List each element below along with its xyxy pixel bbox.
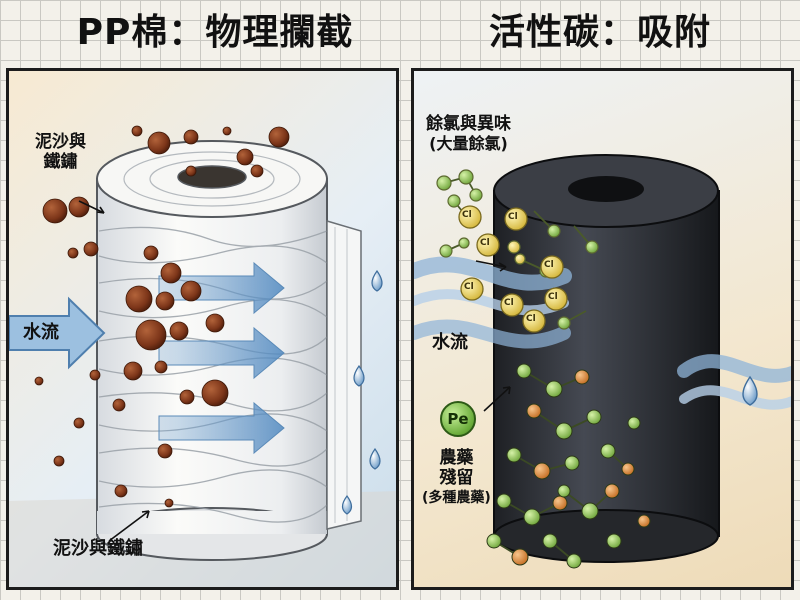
carbon-filter-cylinder	[493, 154, 720, 563]
water-flow-label-left: 水流	[23, 322, 59, 343]
pp-cotton-panel: 泥沙與 鐵鏽 水流 泥沙與鐵鏽	[6, 68, 399, 590]
pesticide-molecules	[486, 363, 651, 569]
pp-cotton-illustration	[9, 125, 396, 587]
chlorine-odor-label: 餘氯與異味 (大量餘氯)	[426, 114, 511, 153]
chlorine-molecules	[436, 169, 599, 330]
activated-carbon-panel: 餘氯與異味 (大量餘氯) 水流 Pe 農藥 殘留 (多種農藥) Cl Cl Cl…	[411, 68, 794, 590]
pp-cotton-title: PP棉：物理攔截	[76, 12, 354, 53]
cl-label: Cl	[508, 212, 518, 222]
water-drop-right	[742, 375, 758, 406]
water-flow-label-right: 水流	[432, 332, 468, 353]
sediment-top-leader	[78, 200, 105, 214]
water-flow-band	[414, 256, 791, 410]
activated-carbon-title: 活性碳：吸附	[488, 12, 711, 53]
cl-label: Cl	[544, 260, 554, 270]
cl-label: Cl	[480, 238, 490, 248]
activated-carbon-illustration	[414, 154, 791, 569]
water-flow-arrows	[158, 261, 285, 455]
cl-label: Cl	[462, 210, 472, 220]
water-drops	[341, 269, 383, 515]
cl-atoms	[458, 205, 568, 333]
rust-particles	[34, 125, 290, 508]
inlet-water-arrow	[9, 296, 106, 370]
pesticide-residue-label: 農藥 殘留 (多種農藥)	[422, 448, 491, 507]
cl-label: Cl	[464, 282, 474, 292]
cl-label: Cl	[526, 314, 536, 324]
sediment-rust-label-top: 泥沙與 鐵鏽	[35, 132, 86, 172]
cl-label: Cl	[504, 298, 514, 308]
pesticide-leader	[483, 386, 511, 412]
pesticide-pe-badge: Pe	[440, 401, 476, 437]
cl-label: Cl	[548, 292, 558, 302]
sediment-rust-label-bottom: 泥沙與鐵鏽	[53, 538, 143, 559]
sediment-bottom-leader	[108, 510, 150, 542]
chlorine-leader	[475, 260, 507, 268]
